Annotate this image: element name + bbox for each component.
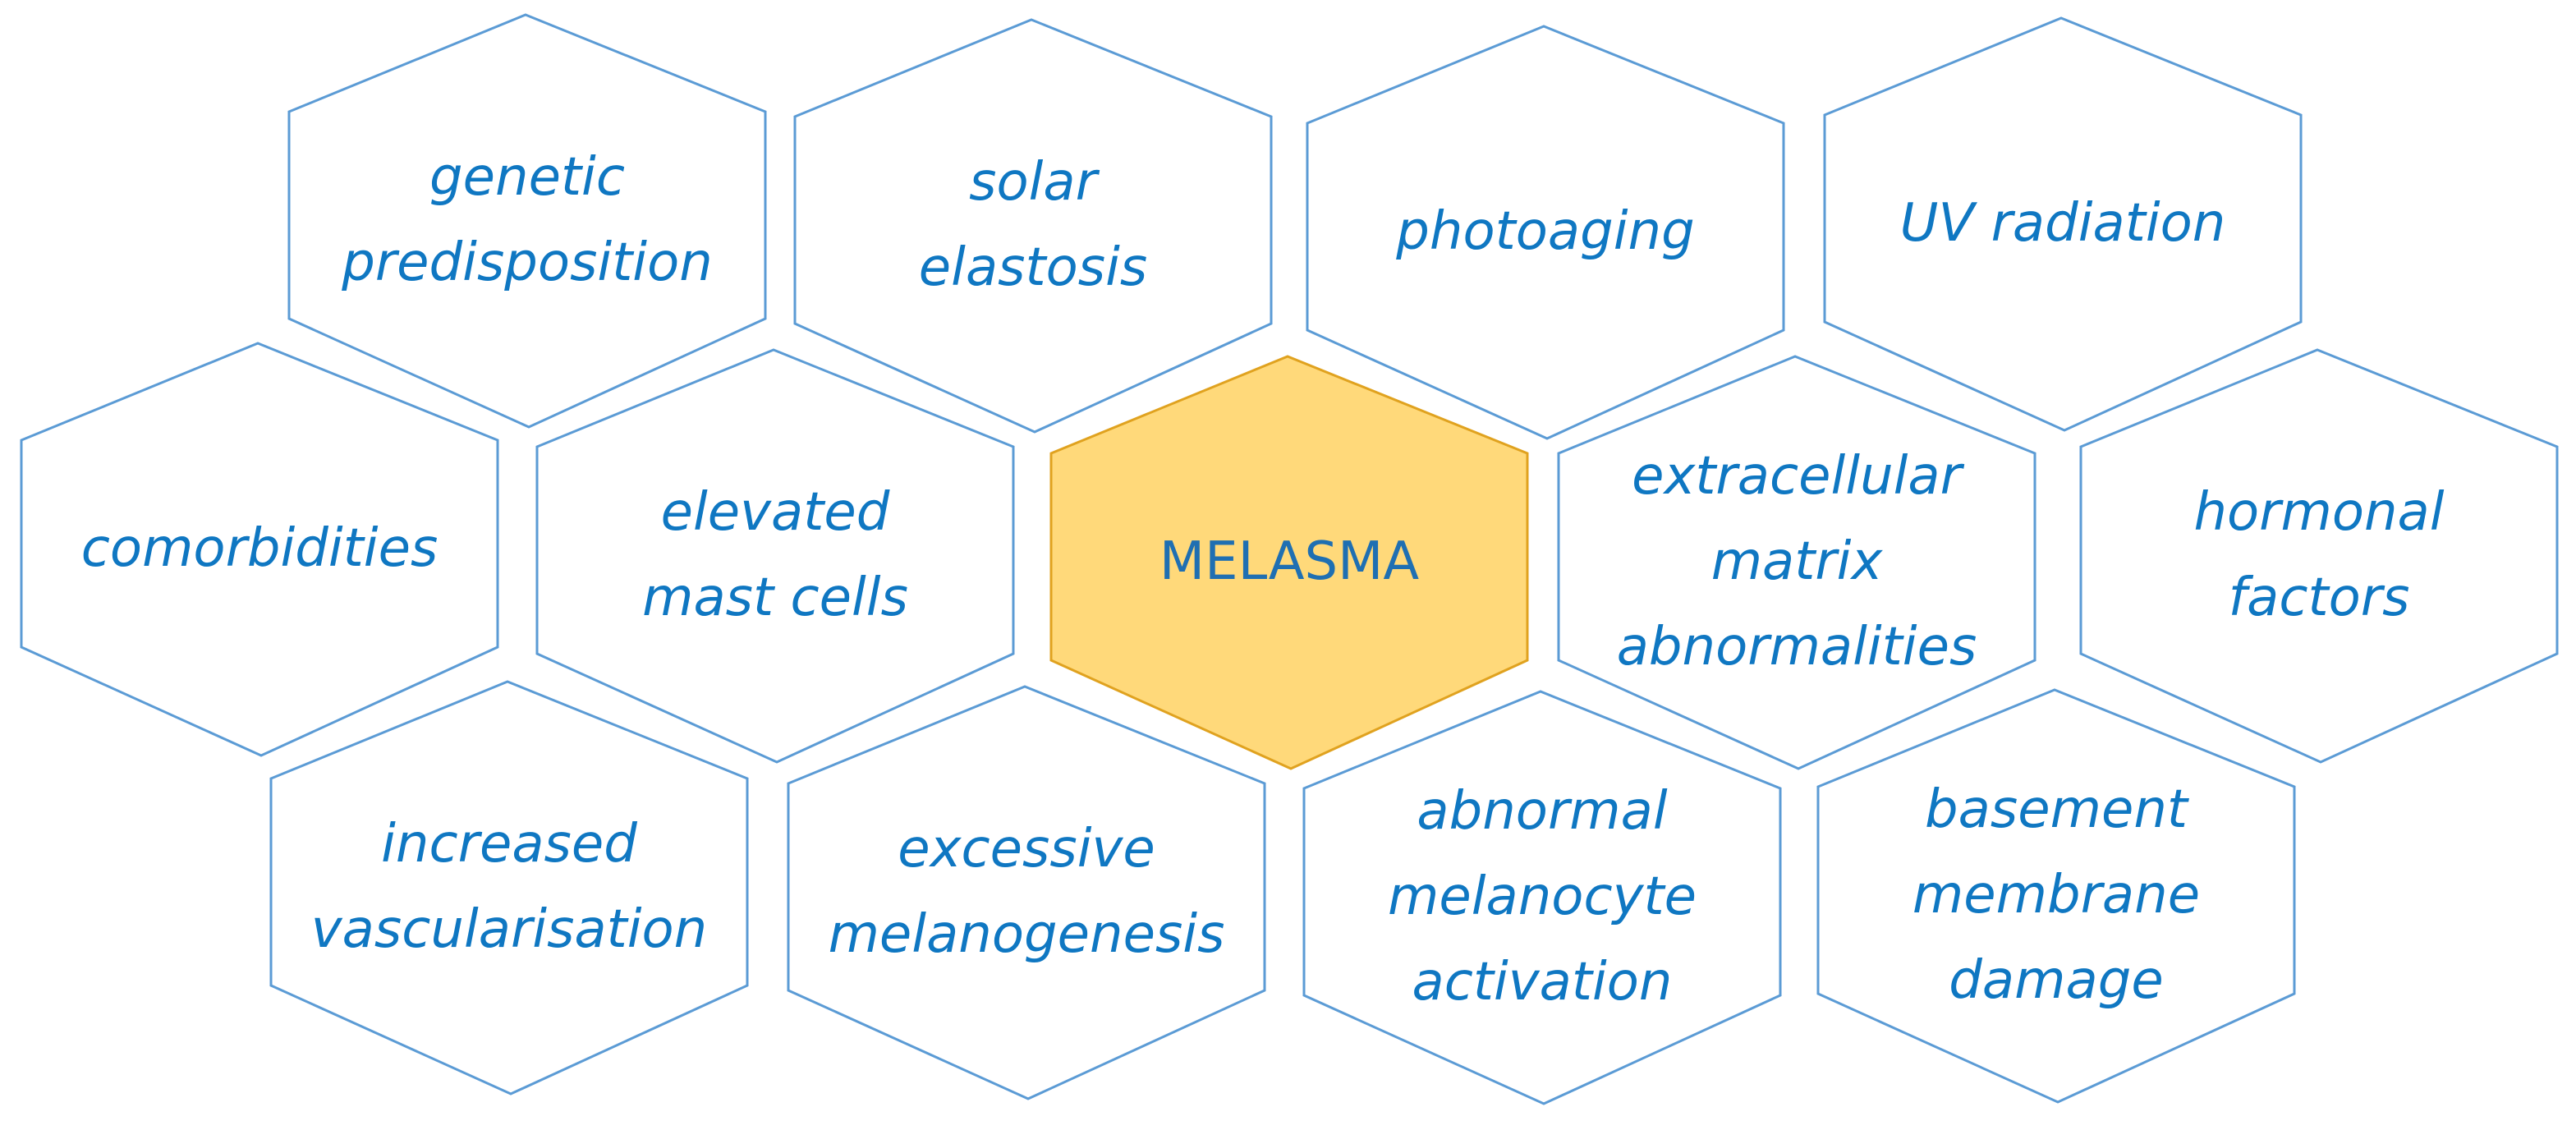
hexagon-label: damage	[1949, 950, 2163, 1011]
hexagon-label: membrane	[1912, 865, 2200, 926]
center-label: MELASMA	[1159, 531, 1419, 592]
hexagon-label: abnormalities	[1617, 617, 1977, 678]
hexagon-label: melanogenesis	[829, 904, 1225, 965]
hexagon-photoaging: photoaging	[1306, 25, 1785, 440]
hexagon-label: factors	[2229, 567, 2410, 628]
hexagon-shape	[287, 13, 767, 429]
hexagon-label: activation	[1412, 952, 1673, 1013]
hexagon-comorbidities: comorbidities	[20, 342, 499, 757]
hexagon-label: extracellular	[1632, 446, 1965, 507]
hexagon-label: predisposition	[341, 232, 713, 293]
hexagon-label: elevated	[661, 482, 890, 543]
hexagon-shape	[793, 18, 1273, 434]
hexagon-label: mast cells	[642, 567, 908, 628]
hexagon-label: UV radiation	[1900, 193, 2226, 254]
hexagon-shape	[269, 680, 749, 1096]
hexagon-label: matrix	[1711, 531, 1884, 592]
hexagon-shape	[787, 685, 1266, 1100]
hexagon-shape	[1823, 16, 2303, 432]
hexagon-solar-elastosis: solar elastosis	[793, 18, 1273, 434]
hexagon-shape	[1049, 355, 1529, 770]
hexagon-increased-vascularisation: increased vascularisation	[269, 680, 749, 1096]
hexagon-shape	[1816, 688, 2296, 1104]
hexagon-elevated-mast-cells: elevated mast cells	[535, 348, 1015, 764]
hexagon-center-melasma: MELASMA	[1049, 355, 1529, 770]
hexagon-label: excessive	[898, 819, 1155, 880]
hexagon-label: basement	[1925, 779, 2190, 840]
hexagon-label: photoaging	[1395, 201, 1694, 262]
hexagon-label: abnormal	[1417, 781, 1667, 842]
hexagon-basement-membrane-damage: basement membrane damage	[1816, 688, 2296, 1104]
hexagon-label: elastosis	[919, 237, 1147, 298]
hexagon-shape	[20, 342, 499, 757]
hexagon-shape	[1302, 690, 1782, 1105]
hexagon-label: melanocyte	[1388, 866, 1697, 927]
hexagon-label: hormonal	[2193, 482, 2444, 543]
hexagon-label: increased	[381, 814, 637, 875]
hexagon-label: genetic	[429, 147, 625, 208]
hexagon-hormonal-factors: hormonal factors	[2079, 348, 2559, 764]
hexagon-label: vascularisation	[311, 899, 707, 960]
hexagon-genetic-predisposition: genetic predisposition	[287, 13, 767, 429]
hexagon-shape	[535, 348, 1015, 764]
hexagon-abnormal-melanocyte-activation: abnormal melanocyte activation	[1302, 690, 1782, 1105]
hexagon-uv-radiation: UV radiation	[1823, 16, 2303, 432]
hexagon-extracellular-matrix-abnormalities: extracellular matrix abnormalities	[1557, 355, 2036, 770]
hexagon-excessive-melanogenesis: excessive melanogenesis	[787, 685, 1266, 1100]
hexagon-label: comorbidities	[81, 518, 439, 579]
hexagon-shape	[2079, 348, 2559, 764]
hexagon-shape	[1557, 355, 2036, 770]
hexagon-label: solar	[969, 152, 1100, 213]
hexagon-shape	[1306, 25, 1785, 440]
